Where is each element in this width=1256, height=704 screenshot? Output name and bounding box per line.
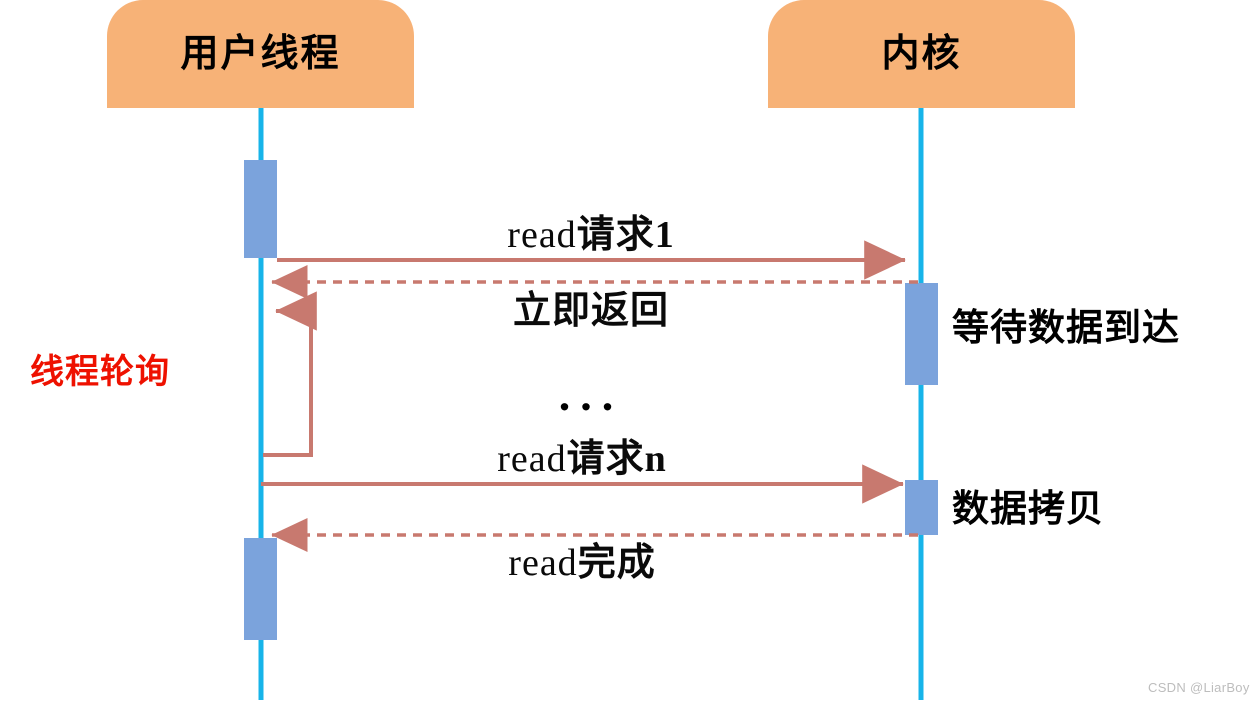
message-label-read-request-n-mono: read [497, 438, 567, 480]
activation-kernel-wait [905, 283, 938, 385]
activation-user-thread-2 [244, 538, 277, 640]
activation-kernel-copy [905, 480, 938, 535]
message-label-read-request-n: read请求n [261, 440, 903, 478]
activation-user-thread-1 [244, 160, 277, 258]
message-label-read-complete: read完成 [261, 544, 903, 582]
actor-box-kernel [768, 0, 1075, 108]
message-arrow-polling-loop [263, 291, 317, 457]
message-label-immediate-return-cjk: 立即返回 [512, 290, 669, 332]
watermark: CSDN @LiarBoy [1148, 680, 1250, 695]
message-label-ellipsis: ... [558, 369, 624, 420]
actor-label-user-thread: 用户线程 [180, 33, 341, 75]
actor-label-kernel: 内核 [881, 33, 962, 75]
message-label-read-complete-mono: read [508, 542, 578, 584]
message-label-read-request-1: read请求1 [277, 216, 905, 254]
note-thread-polling: 线程轮询 [30, 354, 170, 391]
message-label-read-complete-cjk: 完成 [577, 542, 656, 584]
message-label-immediate-return: 立即返回 [277, 292, 905, 330]
message-label-read-request-1-cjk: 请求1 [576, 214, 675, 256]
message-label-read-request-1-mono: read [507, 214, 577, 256]
actor-box-user-thread [107, 0, 414, 108]
note-copy-data: 数据拷贝 [952, 489, 1104, 530]
note-wait-data: 等待数据到达 [952, 308, 1180, 349]
message-label-read-request-n-cjk: 请求n [566, 438, 667, 480]
